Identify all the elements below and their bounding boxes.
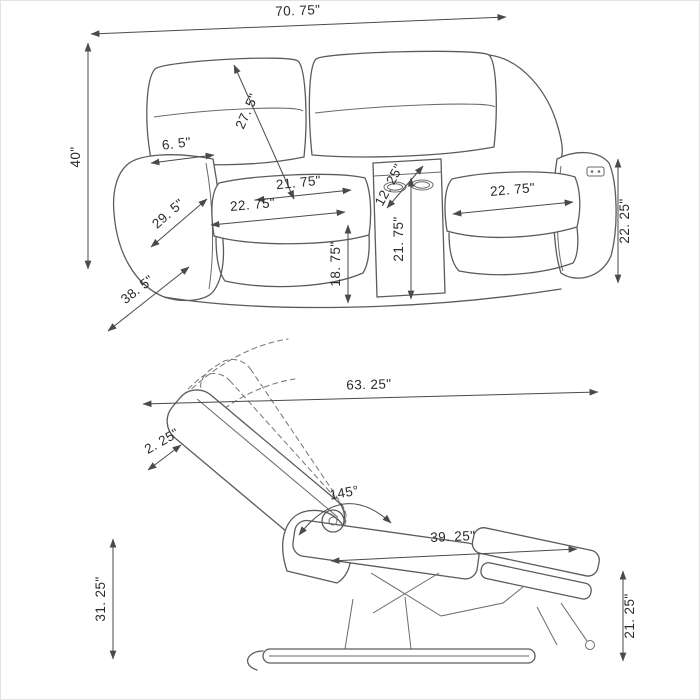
dim-overall-height: 40"	[68, 146, 83, 167]
dim-left-seat-width: 22. 75"	[229, 195, 275, 214]
dim-seat-height: 18. 75"	[328, 241, 343, 286]
dim-arm-top-width: 6. 5"	[161, 134, 192, 152]
recliner-footrest-panel	[480, 562, 592, 600]
dim-reclined-length: 63. 25"	[346, 376, 392, 392]
dim-recline-angle: 145°	[328, 483, 360, 503]
loveseat-left-arm	[112, 154, 225, 302]
dim-console-height: 21. 75"	[391, 216, 406, 261]
dim-seat-to-footrest-length: 39. 25"	[430, 528, 476, 545]
dim-wall-clearance: 2. 25"	[142, 425, 182, 457]
dim-right-seat-width: 22. 75"	[489, 180, 535, 199]
dim-footrest-height: 21. 25"	[622, 593, 637, 638]
dim-overall-width: 70. 75"	[275, 2, 321, 19]
dim-arm-height: 22. 25"	[617, 198, 632, 243]
loveseat-right-wing	[488, 54, 563, 160]
dim-back-height-reclined: 31. 25"	[93, 576, 108, 621]
recliner-base	[247, 596, 536, 671]
loveseat-drawing	[112, 50, 617, 309]
loveseat-base-edge	[163, 288, 562, 309]
power-recline-button-icon	[586, 166, 605, 177]
recline-motion-arc	[178, 338, 289, 402]
dim-back-cushion-width: 21. 75"	[275, 173, 321, 193]
recliner-linkage	[370, 572, 595, 650]
